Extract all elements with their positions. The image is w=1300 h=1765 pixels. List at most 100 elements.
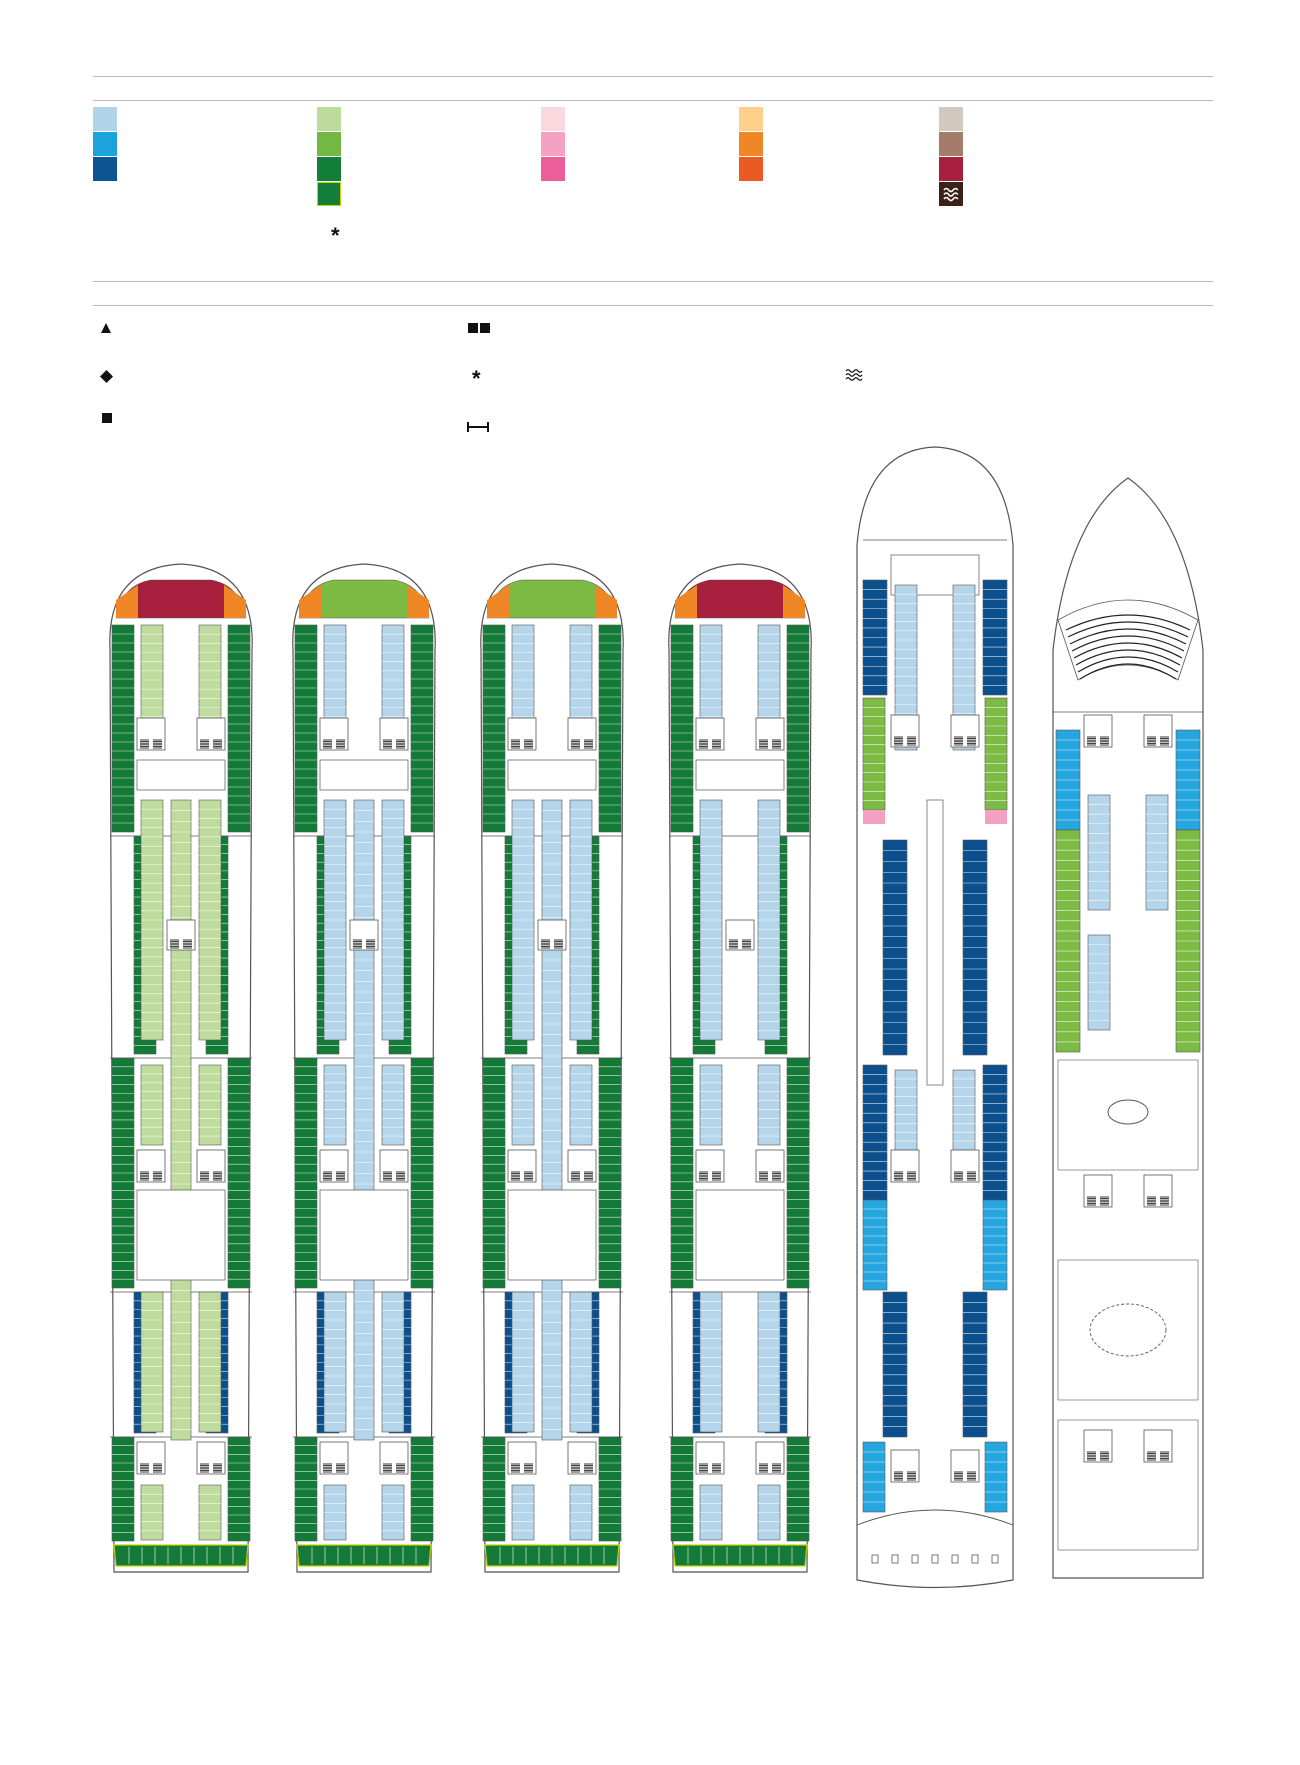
inner-cabins-starboard xyxy=(757,1291,781,1433)
starboard-interior-dividers xyxy=(983,1208,1007,1282)
starboard-cabins-dividers xyxy=(228,633,250,824)
inner-cabins-starboard xyxy=(381,1064,405,1146)
inner-cabins-port-dividers xyxy=(700,808,722,1032)
suite-swatch-3 xyxy=(739,157,763,181)
stair-steps xyxy=(699,1463,721,1473)
interior-swatch-1 xyxy=(93,107,117,131)
deck-plan-6 xyxy=(1052,477,1204,1579)
lounge xyxy=(1089,1303,1167,1357)
seat-row xyxy=(1071,635,1185,652)
port-cabins-dividers xyxy=(112,1445,134,1533)
lobby xyxy=(319,759,409,791)
port-cabins-dividers xyxy=(671,1445,693,1533)
inner-cabins-starboard xyxy=(757,1064,781,1146)
seat-row xyxy=(1075,649,1181,666)
stair-steps xyxy=(511,739,533,749)
interior-swatch-2 xyxy=(93,132,117,156)
top-rule-1 xyxy=(93,76,1213,77)
waves-icon xyxy=(845,369,863,381)
inner-cabins-starboard-dividers xyxy=(199,1301,221,1423)
aft-inner-cabins-dividers xyxy=(700,1493,722,1532)
stair-steps xyxy=(954,1171,976,1181)
port-interior-dividers xyxy=(863,1451,885,1503)
inner-cabins-starboard-dividers xyxy=(199,633,221,727)
stair-steps xyxy=(699,1171,721,1181)
inner-cabins-port xyxy=(323,1291,347,1433)
starboard-interior xyxy=(984,1441,1008,1513)
atrium xyxy=(1107,1099,1149,1125)
port-interior-dividers xyxy=(883,1302,907,1427)
starboard-cabins xyxy=(598,624,622,833)
corner-suite-left xyxy=(116,585,138,618)
starboard-cabins xyxy=(227,624,251,833)
yacht-club-swatch-1 xyxy=(939,107,963,131)
theatre-seating xyxy=(1065,614,1191,680)
inner-cabins-starboard-dividers xyxy=(570,1301,592,1423)
suite-swatch-2 xyxy=(739,132,763,156)
inner-cabins-port-dividers xyxy=(512,633,534,727)
port-cabins-dividers xyxy=(671,1066,693,1280)
stairwell xyxy=(166,919,196,951)
starboard-oceanview-dividers xyxy=(985,707,1007,801)
seat-row xyxy=(1065,614,1191,631)
corner-suite-left xyxy=(299,585,321,618)
inner-cabins-starboard-dividers xyxy=(382,808,404,1032)
diamond-icon xyxy=(100,370,113,383)
starboard-cabins-dividers xyxy=(787,1445,809,1533)
aft-inner-cabins-dividers xyxy=(512,1493,534,1532)
port-cabins-dividers xyxy=(112,633,134,824)
aft-suite-dividers xyxy=(311,1547,417,1564)
mid-rule-2 xyxy=(93,305,1213,306)
stair-steps xyxy=(353,939,375,949)
inner-cabins-port-dividers xyxy=(141,1301,163,1423)
opening xyxy=(991,1554,999,1564)
stair-steps xyxy=(1147,736,1169,746)
stair-steps xyxy=(140,739,162,749)
seat-row xyxy=(1077,656,1179,673)
inner-cabins xyxy=(952,1069,976,1151)
port-cabins xyxy=(482,624,506,833)
starboard-balcony xyxy=(985,810,1007,824)
opening xyxy=(971,1554,979,1564)
stair-steps xyxy=(894,736,916,746)
inner-cabins-starboard-dividers xyxy=(758,1073,780,1137)
port-oceanview-dividers xyxy=(863,707,885,801)
interior-swatch-3 xyxy=(93,157,117,181)
port-cabins-dividers xyxy=(112,1066,134,1280)
inner-cabins-port-dividers xyxy=(141,1073,163,1137)
aft-inner-cabins-dividers xyxy=(570,1493,592,1532)
inner-cabins-starboard-dividers xyxy=(382,1073,404,1137)
oceanview-swatch-3 xyxy=(317,157,341,181)
balcony-swatch-3 xyxy=(541,157,565,181)
deck-plan-1 xyxy=(109,563,253,1573)
stair-steps xyxy=(954,736,976,746)
stair-steps xyxy=(383,1463,405,1473)
aft-inner-cabins-dividers xyxy=(324,1493,346,1532)
stair-steps xyxy=(759,739,781,749)
stair-steps xyxy=(699,739,721,749)
inner-cabins-starboard xyxy=(569,1064,593,1146)
inner-cabins-port-dividers xyxy=(512,1301,534,1423)
starboard-cabins-dividers xyxy=(228,1066,250,1280)
starboard-interior-dividers xyxy=(983,1074,1007,1191)
port-cabins-dividers xyxy=(483,633,505,824)
opening xyxy=(931,1554,939,1564)
port-oceanview-dividers xyxy=(1056,839,1080,1043)
inner-cabins-starboard-dividers xyxy=(570,1073,592,1137)
inner-cabins-port xyxy=(511,1291,535,1433)
stair-steps xyxy=(1087,1451,1109,1461)
balcony-swatch-2 xyxy=(541,132,565,156)
yacht-club-swatch-4 xyxy=(939,182,963,206)
seat-row xyxy=(1079,663,1177,680)
aft-suite-dividers xyxy=(499,1547,605,1564)
stair-steps xyxy=(323,1171,345,1181)
stair-steps xyxy=(729,939,751,949)
oceanview-swatch-4 xyxy=(317,182,341,206)
starboard-cabins xyxy=(410,624,434,833)
starboard-cabins-dividers xyxy=(411,1066,433,1280)
top-rule-2 xyxy=(93,100,1213,101)
port-cabins-dividers xyxy=(295,1066,317,1280)
port-cabins xyxy=(111,624,135,833)
inner-cabins-starboard xyxy=(198,1064,222,1146)
